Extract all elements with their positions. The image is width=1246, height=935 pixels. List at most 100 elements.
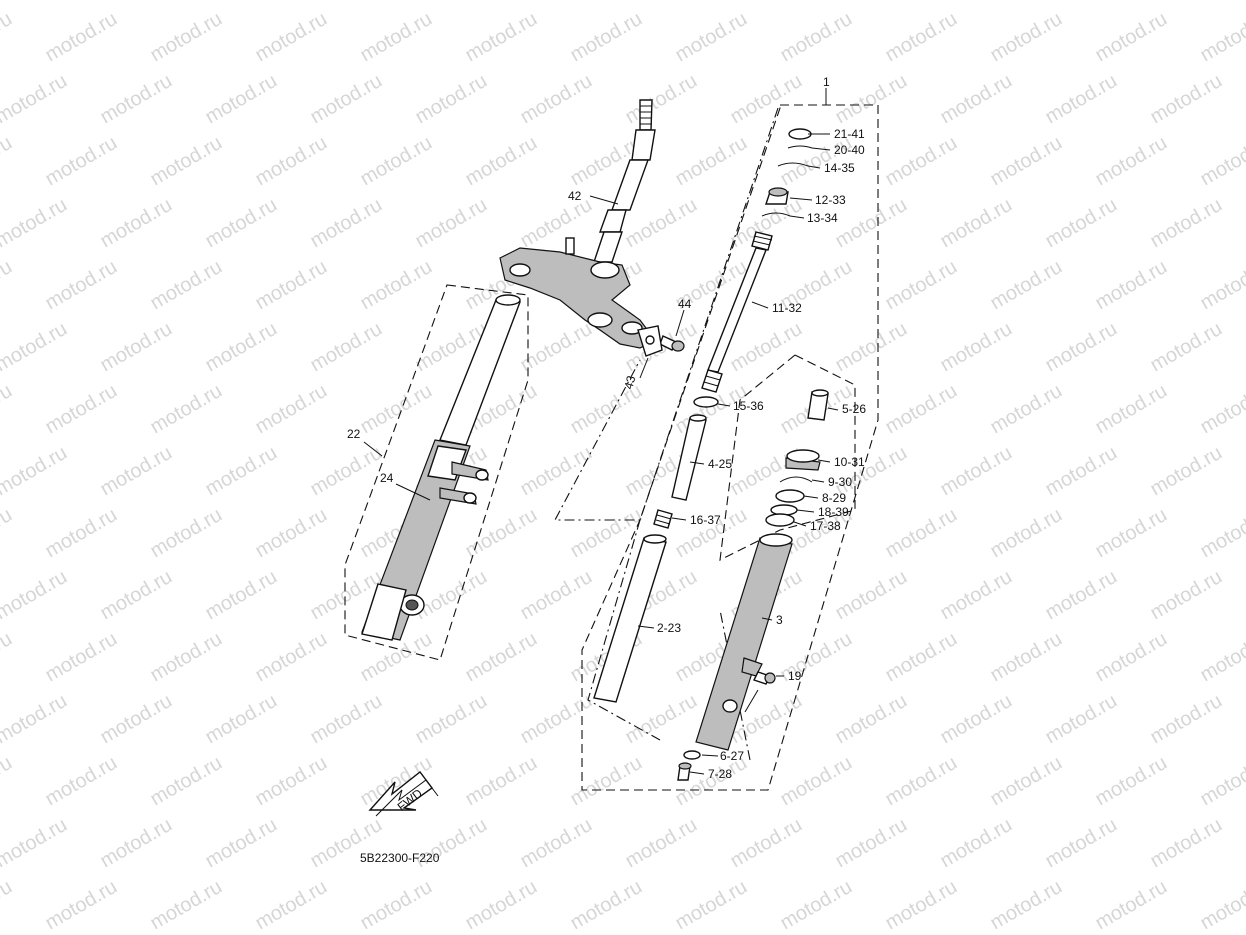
watermark-text: motod.ru [1042,0,1121,4]
watermark-text: motod.ru [517,814,596,873]
watermark-text: motod.ru [672,132,751,191]
watermark-text: motod.ru [0,70,71,129]
watermark-text: motod.ru [42,876,121,935]
watermark-text: motod.ru [147,256,226,315]
watermark-text: motod.ru [252,752,331,811]
watermark-text: motod.ru [1147,814,1226,873]
watermark-text: motod.ru [412,70,491,129]
watermark-text: motod.ru [1092,256,1171,315]
watermark-text: motod.ru [937,566,1016,625]
leader-lines [363,88,839,775]
centerline-3 [719,609,751,761]
steering-stem [593,99,656,263]
watermark-text: motod.ru [987,8,1066,67]
watermark-text: motod.ru [567,752,646,811]
watermark-text: motod.ru [1147,194,1226,253]
watermark-text: motod.ru [1197,132,1246,191]
callout-4-25: 4-25 [708,457,732,471]
watermark-text: motod.ru [1092,504,1171,563]
watermark-text: motod.ru [517,442,596,501]
watermark-text: motod.ru [672,876,751,935]
watermark-text: motod.ru [252,132,331,191]
watermark-text: motod.ru [1147,690,1226,749]
watermark-text: motod.ru [567,8,646,67]
watermark-text: motod.ru [357,132,436,191]
watermark-text: motod.ru [252,628,331,687]
callout-17-38: 17-38 [810,519,841,533]
watermark-text: motod.ru [1197,876,1246,935]
watermark-text: motod.ru [0,566,71,625]
watermark-text: motod.ru [357,8,436,67]
watermark-text: motod.ru [727,318,806,377]
watermark-text: motod.ru [1042,442,1121,501]
watermark-text: motod.ru [462,132,541,191]
watermark-text: motod.ru [0,380,16,439]
watermark-text: motod.ru [252,8,331,67]
callout-19: 19 [788,669,802,683]
watermark-text: motod.ru [1147,442,1226,501]
watermark-text: motod.ru [832,814,911,873]
watermark-text: motod.ru [1042,318,1121,377]
watermark-text: motod.ru [1092,752,1171,811]
watermark-text: motod.ru [0,814,71,873]
right-fork-parts [593,128,829,781]
watermark-text: motod.ru [307,690,386,749]
fork-right-group-outline [581,104,879,791]
callout-21-41: 21-41 [834,127,865,141]
watermark-text: motod.ru [0,504,16,563]
callout-22: 22 [347,427,361,441]
callout-16-37: 16-37 [690,513,721,527]
watermark-text: motod.ru [42,504,121,563]
callout-1: 1 [823,75,830,89]
watermark-text: motod.ru [0,194,71,253]
watermark-text: motod.ru [202,814,281,873]
watermark-text: motod.ru [1197,8,1246,67]
watermark-text: motod.ru [252,504,331,563]
watermark-text: motod.ru [1147,318,1226,377]
watermark-text: motod.ru [1092,380,1171,439]
callout-20-40: 20-40 [834,143,865,157]
watermark-text: motod.ru [202,566,281,625]
watermark-text: motod.ru [1147,0,1226,4]
watermark-text: motod.ru [882,628,961,687]
watermark-text: motod.ru [987,876,1066,935]
watermark-text: motod.ru [97,70,176,129]
watermark-text: motod.ru [307,0,386,4]
callout-10-31: 10-31 [834,455,865,469]
watermark-text: motod.ru [987,752,1066,811]
watermark-text: motod.ru [622,690,701,749]
watermark-text: motod.ru [0,628,16,687]
watermark-text: motod.ru [0,318,71,377]
watermark-text: motod.ru [1092,628,1171,687]
watermark-text: motod.ru [1092,8,1171,67]
watermark-text: motod.ru [622,0,701,4]
watermark-text: motod.ru [1197,380,1246,439]
callout-11-32: 11-32 [772,301,802,315]
watermark-text: motod.ru [0,690,71,749]
watermark-text: motod.ru [832,690,911,749]
watermark-text: motod.ru [462,752,541,811]
watermark-text: motod.ru [832,0,911,4]
watermark-text: motod.ru [937,690,1016,749]
watermark-text: motod.ru [252,876,331,935]
watermark-text: motod.ru [147,380,226,439]
watermark-text: motod.ru [987,132,1066,191]
callout-44: 44 [678,297,692,311]
watermark-text: motod.ru [307,442,386,501]
callout-9-30: 9-30 [828,475,852,489]
watermark-text: motod.ru [0,0,71,4]
watermark-text: motod.ru [412,0,491,4]
watermark-text: motod.ru [147,628,226,687]
watermark-text: motod.ru [202,194,281,253]
watermark-text: motod.ru [937,194,1016,253]
callout-6-27: 6-27 [720,749,744,763]
watermark-text: motod.ru [1042,566,1121,625]
watermark-text: motod.ru [727,814,806,873]
watermark-text: motod.ru [622,814,701,873]
watermark-text: motod.ru [937,0,1016,4]
callout-24: 24 [380,471,394,485]
callout-8-29: 8-29 [822,491,846,505]
watermark-text: motod.ru [517,566,596,625]
